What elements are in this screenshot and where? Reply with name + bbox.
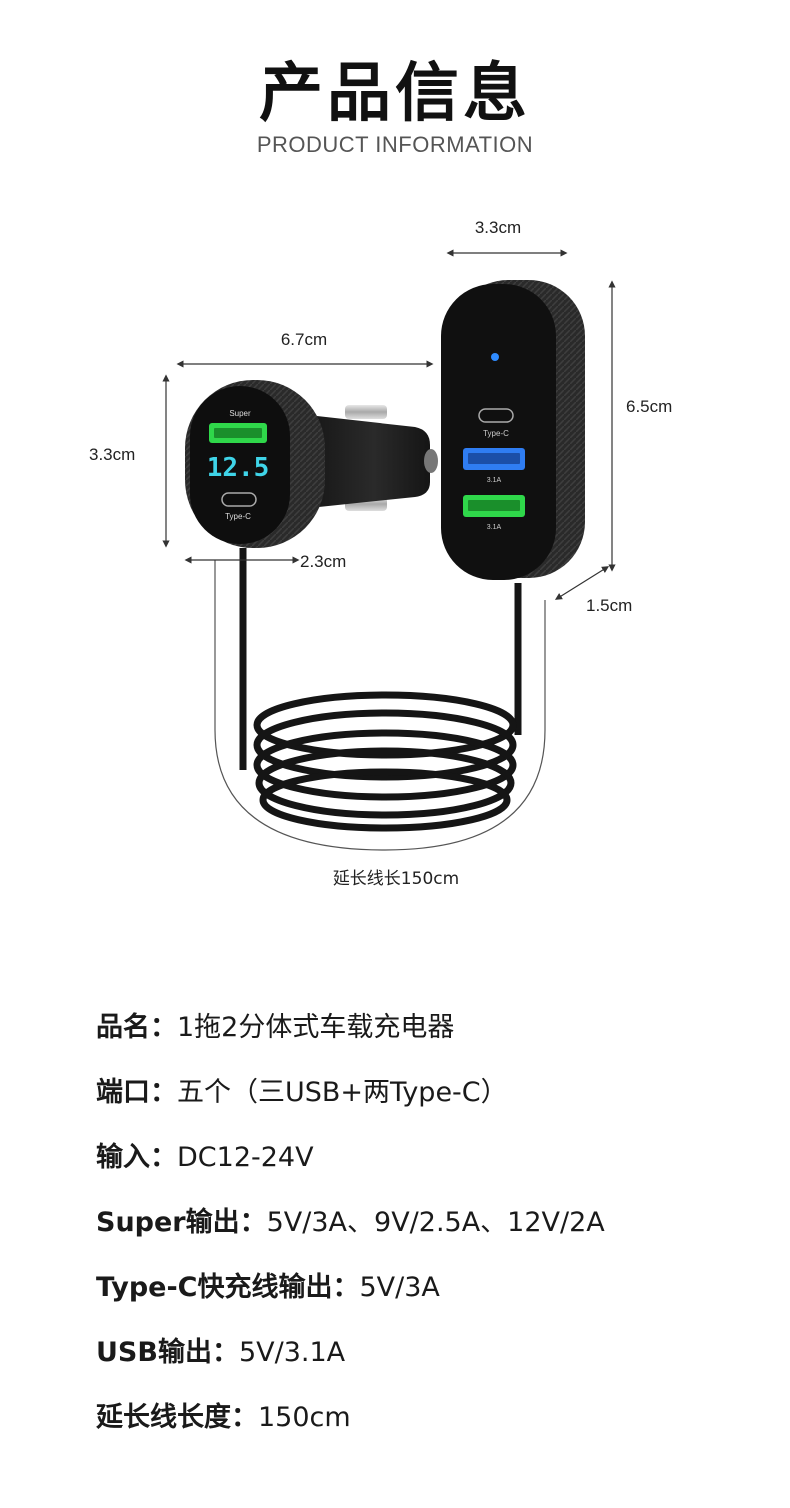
product-dimension-diagram: Super 12.5 Type-C Type-C 3.1A 3.1A 3.3cm… xyxy=(89,218,672,889)
spec-label: 端口： xyxy=(96,1077,177,1108)
extension-hub-box: Type-C 3.1A 3.1A xyxy=(441,280,585,580)
cable-outline xyxy=(214,560,546,851)
spec-value: 150cm xyxy=(258,1402,351,1433)
spec-label: USB输出： xyxy=(96,1337,239,1368)
total-width-label: 6.7cm xyxy=(281,330,327,349)
spec-row-input: 输入：DC12-24V xyxy=(96,1136,756,1201)
page-subtitle: PRODUCT INFORMATION xyxy=(256,132,534,157)
plug-height-label: 3.3cm xyxy=(89,445,135,464)
spec-row-typec-output: Type-C快充线输出：5V/3A xyxy=(96,1266,756,1331)
spec-row-name: 品名：1拖2分体式车载充电器 xyxy=(96,1006,756,1071)
cable-length-label: 延长线长150cm xyxy=(333,869,459,889)
spec-label: 延长线长度： xyxy=(96,1402,258,1433)
plug-typec-label: Type-C xyxy=(225,512,251,521)
cigarette-plug-charger: Super 12.5 Type-C xyxy=(185,380,438,548)
box-depth-arrow xyxy=(554,566,610,600)
coiled-cable xyxy=(239,548,522,832)
box-width-label: 3.3cm xyxy=(475,218,521,237)
spec-value: DC12-24V xyxy=(177,1142,314,1173)
usb-port-green-label: 3.1A xyxy=(487,524,502,531)
super-label: Super xyxy=(229,409,251,418)
spec-label: 输入： xyxy=(96,1142,177,1173)
spec-label: 品名： xyxy=(96,1012,177,1043)
spec-row-super-output: Super输出：5V/3A、9V/2.5A、12V/2A xyxy=(96,1201,756,1266)
box-depth-label: 1.5cm xyxy=(586,596,632,615)
box-typec-port xyxy=(478,408,514,423)
spec-value: 5V/3.1A xyxy=(238,1337,346,1368)
led-indicator xyxy=(491,353,499,361)
spec-value: 5V/3A xyxy=(359,1272,440,1303)
spec-label: Type-C快充线输出： xyxy=(96,1272,360,1303)
spec-row-cable-length: 延长线长度：150cm xyxy=(96,1396,756,1461)
spec-row-ports: 端口：五个（三USB+两Type-C） xyxy=(96,1071,756,1136)
plug-clip-top xyxy=(345,405,387,419)
box-height-label: 6.5cm xyxy=(626,397,672,416)
spec-row-usb-output: USB输出：5V/3.1A xyxy=(96,1331,756,1396)
spec-label: Super输出： xyxy=(96,1207,267,1238)
plug-typec-port xyxy=(221,492,257,507)
box-typec-label: Type-C xyxy=(483,429,509,438)
spec-list: 品名：1拖2分体式车载充电器 端口：五个（三USB+两Type-C） 输入：DC… xyxy=(96,1006,756,1461)
plug-depth-label: 2.3cm xyxy=(300,552,346,571)
spec-value: 五个（三USB+两Type-C） xyxy=(177,1077,508,1108)
usb-port-blue-label: 3.1A xyxy=(487,477,502,484)
spec-value: 1拖2分体式车载充电器 xyxy=(177,1012,455,1043)
spec-value: 5V/3A、9V/2.5A、12V/2A xyxy=(266,1207,605,1238)
page-title: 产品信息 xyxy=(259,57,531,131)
voltage-display: 12.5 xyxy=(207,453,270,483)
